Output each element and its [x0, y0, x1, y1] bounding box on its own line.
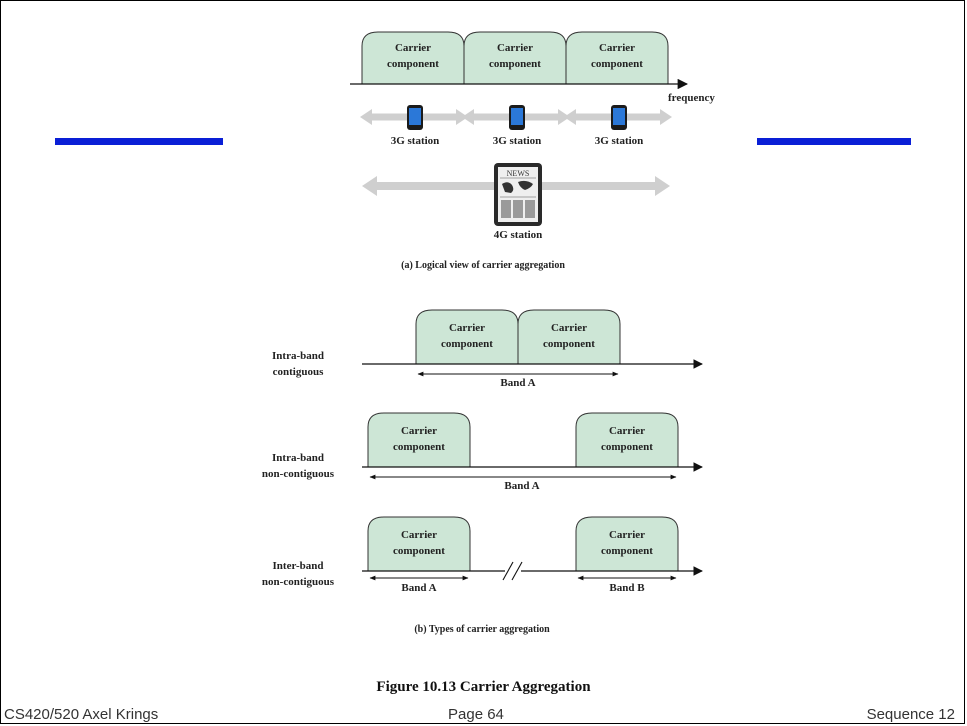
band-label: Band A — [500, 377, 535, 389]
station-3g-label: 3G station — [595, 135, 644, 147]
row-label: Intra-band — [272, 350, 324, 362]
carrier-block: Carrier component — [361, 31, 465, 85]
carrier-block: Carrier component — [367, 516, 471, 572]
tablet-icon: NEWS — [494, 163, 542, 226]
footer-right: Sequence 12 — [866, 706, 955, 723]
row-label: Intra-band — [272, 452, 324, 464]
carrier-label: component — [601, 545, 653, 557]
carrier-label: component — [441, 338, 493, 350]
carrier-label: Carrier — [609, 529, 645, 541]
carrier-label: Carrier — [401, 529, 437, 541]
decorative-bar-right — [757, 138, 911, 145]
row-label: non-contiguous — [262, 468, 335, 480]
carrier-block: Carrier component — [565, 31, 669, 85]
carrier-block: Carrier component — [575, 516, 679, 572]
carrier-block: Carrier component — [575, 412, 679, 468]
carrier-block: Carrier component — [517, 309, 621, 365]
axis-break-mark — [502, 561, 523, 581]
carrier-label: component — [591, 58, 643, 70]
carrier-label: Carrier — [401, 425, 437, 437]
row-label: contiguous — [273, 366, 324, 378]
phone-icon — [407, 105, 423, 130]
row-label: non-contiguous — [262, 576, 335, 588]
frequency-label: frequency — [668, 92, 715, 104]
band-label: Band A — [401, 582, 436, 594]
station-3g-label: 3G station — [391, 135, 440, 147]
carrier-label: component — [387, 58, 439, 70]
carrier-label: Carrier — [497, 42, 533, 54]
band-label: Band A — [504, 480, 539, 492]
figure-title: Figure 10.13 Carrier Aggregation — [376, 679, 591, 695]
carrier-label: component — [393, 441, 445, 453]
carrier-label: component — [393, 545, 445, 557]
carrier-label: component — [543, 338, 595, 350]
news-label: NEWS — [507, 169, 530, 178]
carrier-block: Carrier component — [415, 309, 519, 365]
carrier-label: Carrier — [395, 42, 431, 54]
station-3g-label: 3G station — [493, 135, 542, 147]
decorative-bar-left — [55, 138, 223, 145]
carrier-block: Carrier component — [463, 31, 567, 85]
carrier-label: Carrier — [551, 322, 587, 334]
footer-center: Page 64 — [448, 706, 504, 723]
band-label: Band B — [609, 582, 645, 594]
footer-left: CS420/520 Axel Krings — [4, 706, 159, 723]
phone-icon — [509, 105, 525, 130]
carrier-label: Carrier — [609, 425, 645, 437]
station-4g-label: 4G station — [494, 229, 543, 241]
carrier-label: component — [601, 441, 653, 453]
carrier-label: component — [489, 58, 541, 70]
carrier-label: Carrier — [449, 322, 485, 334]
row-label: Inter-band — [273, 560, 324, 572]
caption-a: (a) Logical view of carrier aggregation — [401, 260, 565, 271]
carrier-label: Carrier — [599, 42, 635, 54]
carrier-block: Carrier component — [367, 412, 471, 468]
caption-b: (b) Types of carrier aggregation — [414, 624, 550, 635]
phone-icon — [611, 105, 627, 130]
